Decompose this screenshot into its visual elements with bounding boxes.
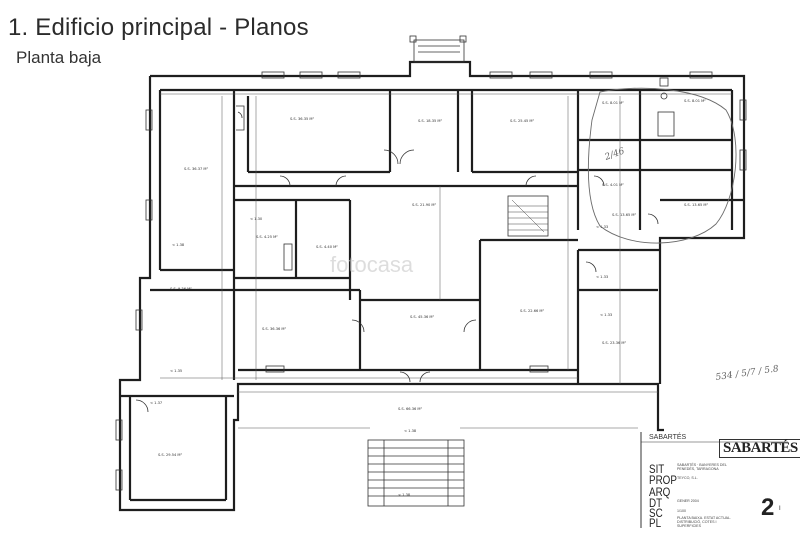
page-subtitle: Planta baja xyxy=(16,48,102,67)
page-title: 1. Edificio principal - Planos xyxy=(8,14,309,41)
svg-text:S.S. 21.90 M²: S.S. 21.90 M² xyxy=(412,203,437,207)
pencil-markings: 2/46 534 / 5/7 / 5.8 xyxy=(587,87,780,383)
svg-text:S.S. 22.66 M²: S.S. 22.66 M² xyxy=(520,309,545,313)
svg-text:S.S. 29.54 M²: S.S. 29.54 M² xyxy=(158,453,183,457)
exterior-walls xyxy=(118,60,746,512)
level-8: < 1.38 xyxy=(404,429,417,433)
windows xyxy=(115,71,747,491)
row-value-prop: TEYCO, S.L. xyxy=(677,476,698,480)
row-code-sc: SC xyxy=(649,506,663,520)
level-2: < 1.30 xyxy=(250,217,263,221)
level-5: < 1.33 xyxy=(596,225,608,229)
sheet-number: 2 xyxy=(761,494,775,521)
row-value-sit: SABARTÉS · BANYERES DEL PENEDÈS, TARRAGO… xyxy=(677,463,727,471)
svg-text:S.S. 36.35 M²: S.S. 36.35 M² xyxy=(290,117,315,121)
row-code-dt: DT xyxy=(649,496,663,510)
doors xyxy=(135,149,659,413)
row-code-prop: PROP xyxy=(649,473,677,487)
room-labels: S.S. 36.37 M² S.S. 36.35 M² S.S. 18.35 M… xyxy=(158,99,709,457)
svg-text:S.S. 36.37 M²: S.S. 36.37 M² xyxy=(184,167,209,171)
svg-text:S.S. 23.36 M²: S.S. 23.36 M² xyxy=(602,341,627,345)
row-value-sc: 1/100 xyxy=(677,509,686,513)
level-3: < 1.33 xyxy=(596,275,608,279)
svg-text:S.S. 25.45 M²: S.S. 25.45 M² xyxy=(510,119,535,123)
svg-text:S.S. 4.25 M²: S.S. 4.25 M² xyxy=(256,235,278,239)
level-9: < 1.38 xyxy=(398,493,411,497)
svg-text:S.S. 66.36 M²: S.S. 66.36 M² xyxy=(398,407,423,411)
level-annotations: < 1.38 < 1.30 < 1.33 < 1.33 < 1.33 < 1.3… xyxy=(150,217,612,497)
dimension-lines xyxy=(160,93,732,429)
svg-text:S.S. 4.01 M²: S.S. 4.01 M² xyxy=(602,183,624,187)
watermark: fotocasa xyxy=(330,252,414,277)
svg-text:S.S. 13.65 M²: S.S. 13.65 M² xyxy=(684,203,709,207)
title-block-header: SABARTÉS xyxy=(649,434,687,441)
margin-note: 534 / 5/7 / 5.8 xyxy=(715,364,780,383)
level-7: < 1.37 xyxy=(150,401,162,405)
svg-text:S.S. 13.65 M²: S.S. 13.65 M² xyxy=(612,213,637,217)
interior-walls xyxy=(120,90,744,502)
svg-text:S.S. 18.35 M²: S.S. 18.35 M² xyxy=(418,119,443,123)
brand-logo: SABARTÉS xyxy=(719,439,800,458)
level-1: < 1.38 xyxy=(172,243,185,247)
svg-text:S.S. 8.01 M²: S.S. 8.01 M² xyxy=(684,99,706,103)
row-value-dt: GENER 2004 xyxy=(677,499,699,503)
title-block-frame xyxy=(640,432,788,528)
svg-text:S.S. 9.36 M²: S.S. 9.36 M² xyxy=(170,287,192,291)
sheet-suffix: I xyxy=(779,506,781,512)
row-code-arq: ARQ xyxy=(649,485,671,499)
row-code-pl: PL xyxy=(649,516,662,530)
svg-text:S.S. 4.40 M²: S.S. 4.40 M² xyxy=(316,245,338,249)
svg-text:S.S. 45.36 M²: S.S. 45.36 M² xyxy=(410,315,435,319)
title-block: SABARTÉS SABARTÉS SIT SABARTÉS · BANYERE… xyxy=(637,432,800,530)
north-porch xyxy=(409,35,467,63)
handwritten-note: 2/46 xyxy=(603,146,627,163)
level-4: < 1.33 xyxy=(600,313,612,317)
fixtures xyxy=(236,77,675,271)
svg-text:S.S. 8.01 M²: S.S. 8.01 M² xyxy=(602,101,624,105)
svg-text:S.S. 36.36 M²: S.S. 36.36 M² xyxy=(262,327,287,331)
row-value-pl: PLANTA BAIXA. ESTAT ACTUAL. DISTRIBUCIÓ,… xyxy=(677,516,732,528)
staircase xyxy=(507,195,549,237)
south-stairs xyxy=(367,439,465,507)
row-code-sit: SIT xyxy=(649,462,665,476)
level-6: < 1.35 xyxy=(170,369,182,373)
